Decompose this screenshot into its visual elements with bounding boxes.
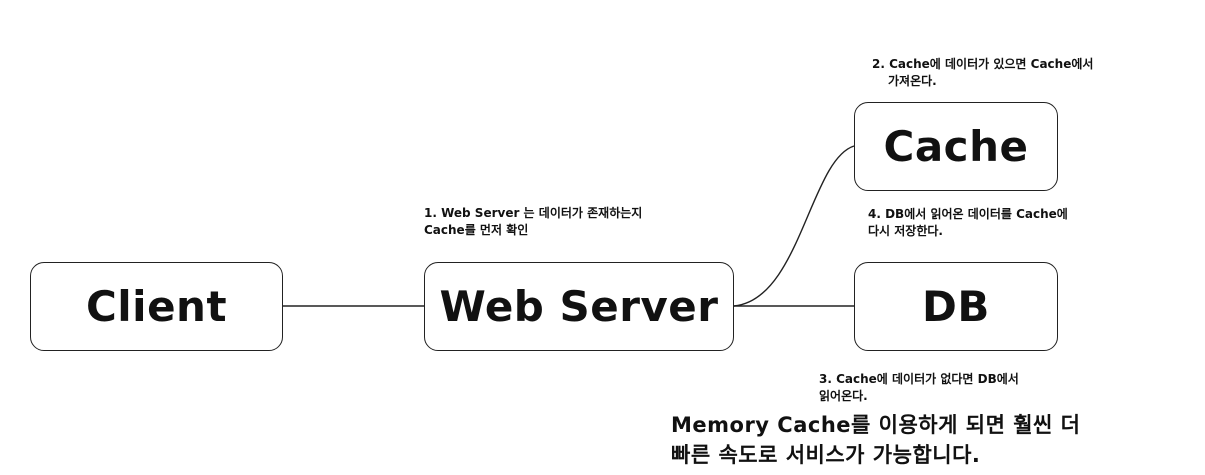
- annotation-step-2: 2. Cache에 데이터가 있으면 Cache에서 가져온다.: [872, 56, 1093, 90]
- footnote-line-1: Memory Cache를 이용하게 되면 훨씬 더: [671, 413, 1081, 437]
- annotation-step-2-line-2: 가져온다.: [888, 74, 937, 88]
- node-cache: Cache: [854, 102, 1058, 191]
- annotation-step-1-line-2: Cache를 먼저 확인: [424, 223, 529, 237]
- footnote-line-2: 빠른 속도로 서비스가 가능합니다.: [671, 443, 981, 467]
- node-client-label: Client: [85, 282, 228, 331]
- footnote: Memory Cache를 이용하게 되면 훨씬 더 빠른 속도로 서비스가 가…: [671, 410, 1080, 470]
- node-client: Client: [30, 262, 283, 351]
- node-db-label: DB: [922, 282, 990, 331]
- annotation-step-1: 1. Web Server 는 데이터가 존재하는지 Cache를 먼저 확인: [424, 205, 642, 239]
- edge-webserver-cache: [733, 145, 855, 307]
- annotation-step-4: 4. DB에서 읽어온 데이터를 Cache에 다시 저장한다.: [868, 206, 1068, 240]
- node-db: DB: [854, 262, 1058, 351]
- annotation-step-1-line-1: 1. Web Server 는 데이터가 존재하는지: [424, 206, 643, 220]
- annotation-step-4-line-1: 4. DB에서 읽어온 데이터를 Cache에: [868, 207, 1068, 221]
- annotation-step-3-line-2: 읽어온다.: [819, 389, 868, 403]
- node-web-server: Web Server: [424, 262, 734, 351]
- annotation-step-3-line-1: 3. Cache에 데이터가 없다면 DB에서: [819, 372, 1019, 386]
- annotation-step-2-line-1: 2. Cache에 데이터가 있으면 Cache에서: [872, 57, 1094, 71]
- node-cache-label: Cache: [883, 122, 1029, 171]
- annotation-step-3: 3. Cache에 데이터가 없다면 DB에서 읽어온다.: [819, 371, 1019, 405]
- annotation-step-4-line-2: 다시 저장한다.: [868, 224, 943, 238]
- node-web-server-label: Web Server: [439, 282, 719, 331]
